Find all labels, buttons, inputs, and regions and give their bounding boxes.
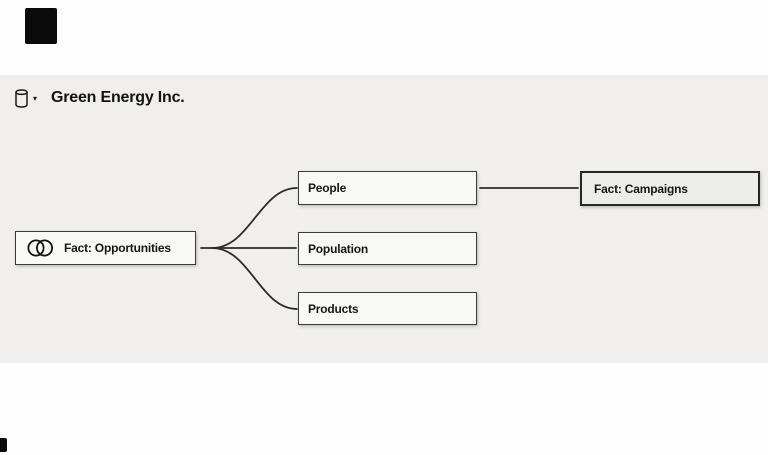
node-label: Products bbox=[308, 301, 359, 316]
node-products[interactable]: Products bbox=[298, 292, 477, 325]
node-label: Fact: Opportunities bbox=[64, 241, 171, 255]
database-icon bbox=[14, 88, 29, 108]
node-fact-opportunities[interactable]: Fact: Opportunities bbox=[15, 231, 196, 265]
node-label: Population bbox=[308, 241, 368, 256]
black-corner-artifact bbox=[25, 8, 57, 44]
node-fact-campaigns[interactable]: Fact: Campaigns bbox=[580, 171, 760, 206]
node-label: People bbox=[308, 181, 347, 195]
node-people[interactable]: People bbox=[298, 171, 477, 205]
node-population[interactable]: Population bbox=[298, 232, 477, 265]
chevron-down-icon: ▾ bbox=[33, 94, 38, 103]
node-label: Fact: Campaigns bbox=[594, 181, 688, 196]
venn-icon bbox=[27, 239, 53, 257]
header: ▾ Green Energy Inc. bbox=[14, 86, 185, 110]
data-source-dropdown[interactable]: ▾ bbox=[14, 88, 38, 108]
page-title: Green Energy Inc. bbox=[51, 89, 185, 106]
black-edge-artifact bbox=[0, 438, 7, 452]
